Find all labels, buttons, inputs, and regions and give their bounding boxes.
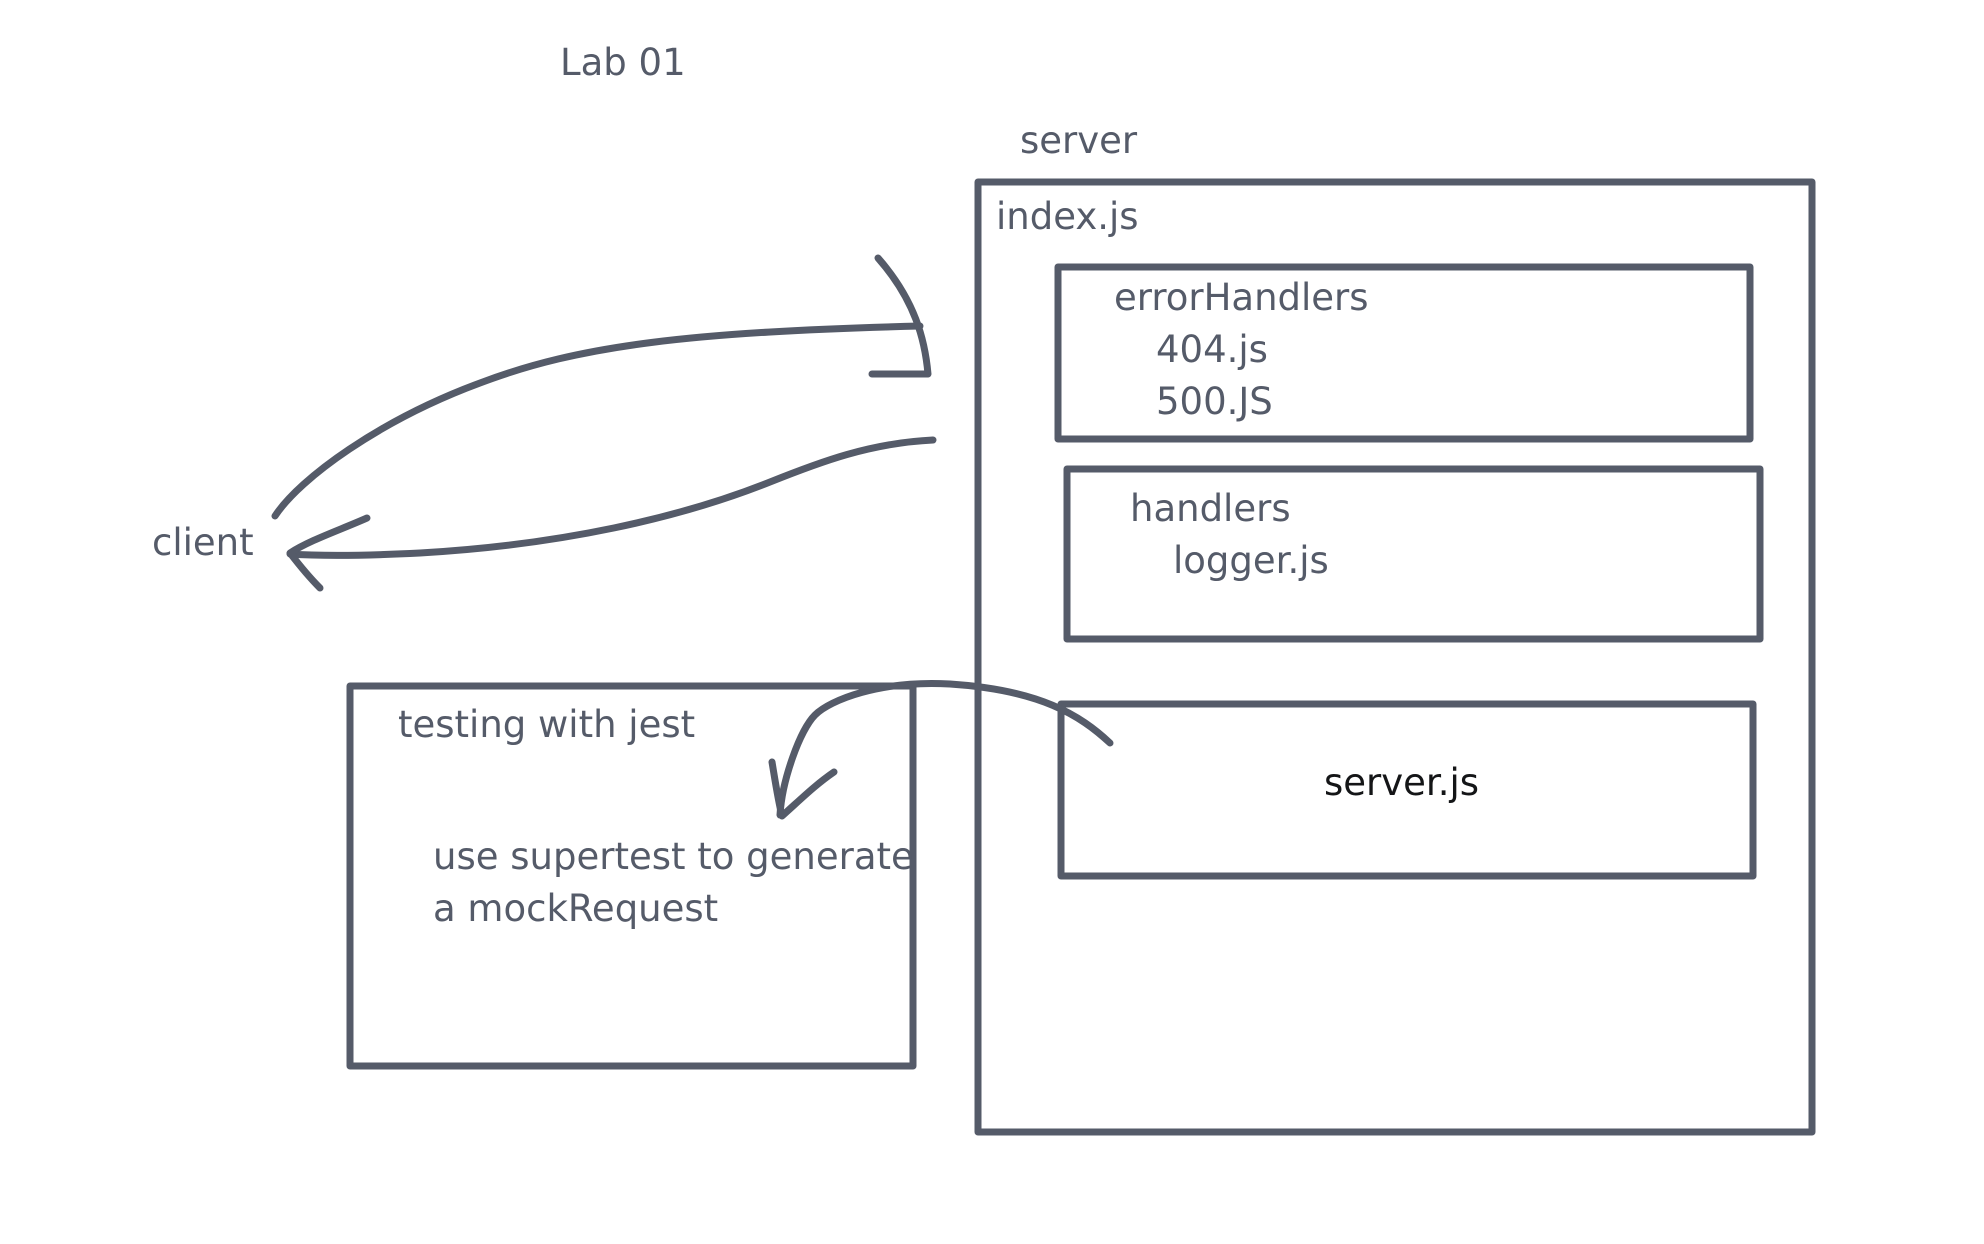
error-file-500: 500.JS	[1156, 380, 1273, 423]
client-label: client	[152, 521, 254, 564]
server-js-box	[1057, 700, 1757, 880]
page-title: Lab 01	[560, 41, 686, 84]
index-js-label: index.js	[996, 195, 1139, 238]
error-handlers-box	[1054, 263, 1754, 443]
error-file-404: 404.js	[1156, 328, 1268, 371]
handler-file-logger: logger.js	[1173, 539, 1329, 582]
testing-box	[346, 682, 917, 1070]
server-box	[974, 178, 1816, 1136]
server-label: server	[1020, 119, 1138, 162]
testing-note-line-1: use supertest to generate	[433, 835, 914, 878]
testing-note-line-2: a mockRequest	[433, 887, 719, 930]
test-arrow-head	[768, 758, 838, 820]
testing-label: testing with jest	[398, 703, 696, 746]
response-arrow-line	[271, 322, 924, 520]
test-arrow-line	[776, 679, 1114, 819]
handlers-label: handlers	[1130, 487, 1291, 530]
server-js-label: server.js	[1324, 761, 1480, 804]
error-handlers-label: errorHandlers	[1114, 276, 1369, 319]
request-arrow-head	[286, 514, 371, 592]
request-arrow-line	[286, 436, 937, 559]
handlers-box	[1063, 465, 1764, 643]
response-arrow-bracket	[868, 254, 932, 378]
